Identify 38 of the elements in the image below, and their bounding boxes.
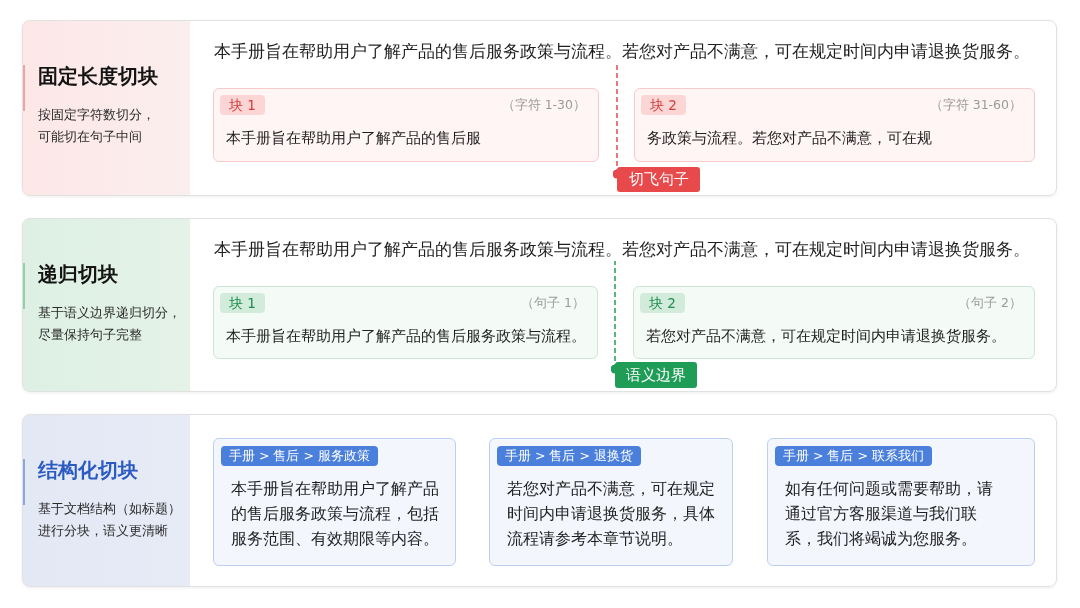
chunk-tag: 块 1 xyxy=(220,293,265,313)
chunk-text: 本手册旨在帮助用户了解产品的售后服 xyxy=(226,128,481,149)
boundary-tag: 语义边界 xyxy=(615,362,697,388)
chunk-text: 本手册旨在帮助用户了解产品的售后服务政策与流程，包括服务范围、有效期限等内容。 xyxy=(231,478,440,550)
chunk-card xyxy=(213,88,599,162)
source-sentence: 本手册旨在帮助用户了解产品的售后服务政策与流程。若您对产品不满意，可在规定时间内申请退换货服务。 xyxy=(214,40,1030,62)
method-panel xyxy=(22,218,1057,392)
chunk-card xyxy=(633,286,1035,359)
chunk-card xyxy=(489,438,733,566)
chunk-card xyxy=(213,438,456,566)
chunk-range: （句子 1） xyxy=(521,294,585,312)
chunk-range: （字符 31-60） xyxy=(929,96,1022,114)
boundary-tag: 切飞句子 xyxy=(617,167,700,192)
method-description: 基于文档结构（如标题）进行分块，语义更清晰 xyxy=(38,500,182,540)
chunk-text: 务政策与流程。若您对产品不满意，可在规 xyxy=(647,128,932,149)
chunk-card xyxy=(213,286,598,359)
method-panel xyxy=(22,414,1057,587)
chunk-card xyxy=(767,438,1035,566)
method-description: 按固定字符数切分，可能切在句子中间 xyxy=(38,106,156,146)
chunk-text: 若您对产品不满意，可在规定时间内申请退换货服务，具体流程请参考本章节说明。 xyxy=(507,478,716,550)
chunk-tag: 块 2 xyxy=(641,95,686,115)
chunk-range: （句子 2） xyxy=(958,294,1022,312)
chunk-text: 如有任何问题或需要帮助，请通过官方客服渠道与我们联系，我们将竭诚为您服务。 xyxy=(785,478,994,550)
chunk-text: 本手册旨在帮助用户了解产品的售后服务政策与流程。 xyxy=(226,326,586,347)
method-title: 递归切块 xyxy=(38,261,118,288)
method-title: 结构化切块 xyxy=(38,457,138,484)
method-title: 固定长度切块 xyxy=(38,63,158,90)
chunk-card xyxy=(634,88,1035,162)
breadcrumb-tag: 手册 > 售后 > 联系我们 xyxy=(775,446,932,466)
chunk-tag: 块 2 xyxy=(640,293,685,313)
chunk-tag: 块 1 xyxy=(220,95,265,115)
source-sentence: 本手册旨在帮助用户了解产品的售后服务政策与流程。若您对产品不满意，可在规定时间内申请退换货服务。 xyxy=(214,238,1030,260)
breadcrumb-tag: 手册 > 售后 > 退换货 xyxy=(497,446,641,466)
method-panel xyxy=(22,20,1057,196)
chunk-text: 若您对产品不满意，可在规定时间内申请退换货服务。 xyxy=(646,326,1006,347)
breadcrumb-tag: 手册 > 售后 > 服务政策 xyxy=(221,446,378,466)
chunk-range: （字符 1-30） xyxy=(501,96,586,114)
method-description: 基于语义边界递归切分，尽量保持句子完整 xyxy=(38,304,182,344)
